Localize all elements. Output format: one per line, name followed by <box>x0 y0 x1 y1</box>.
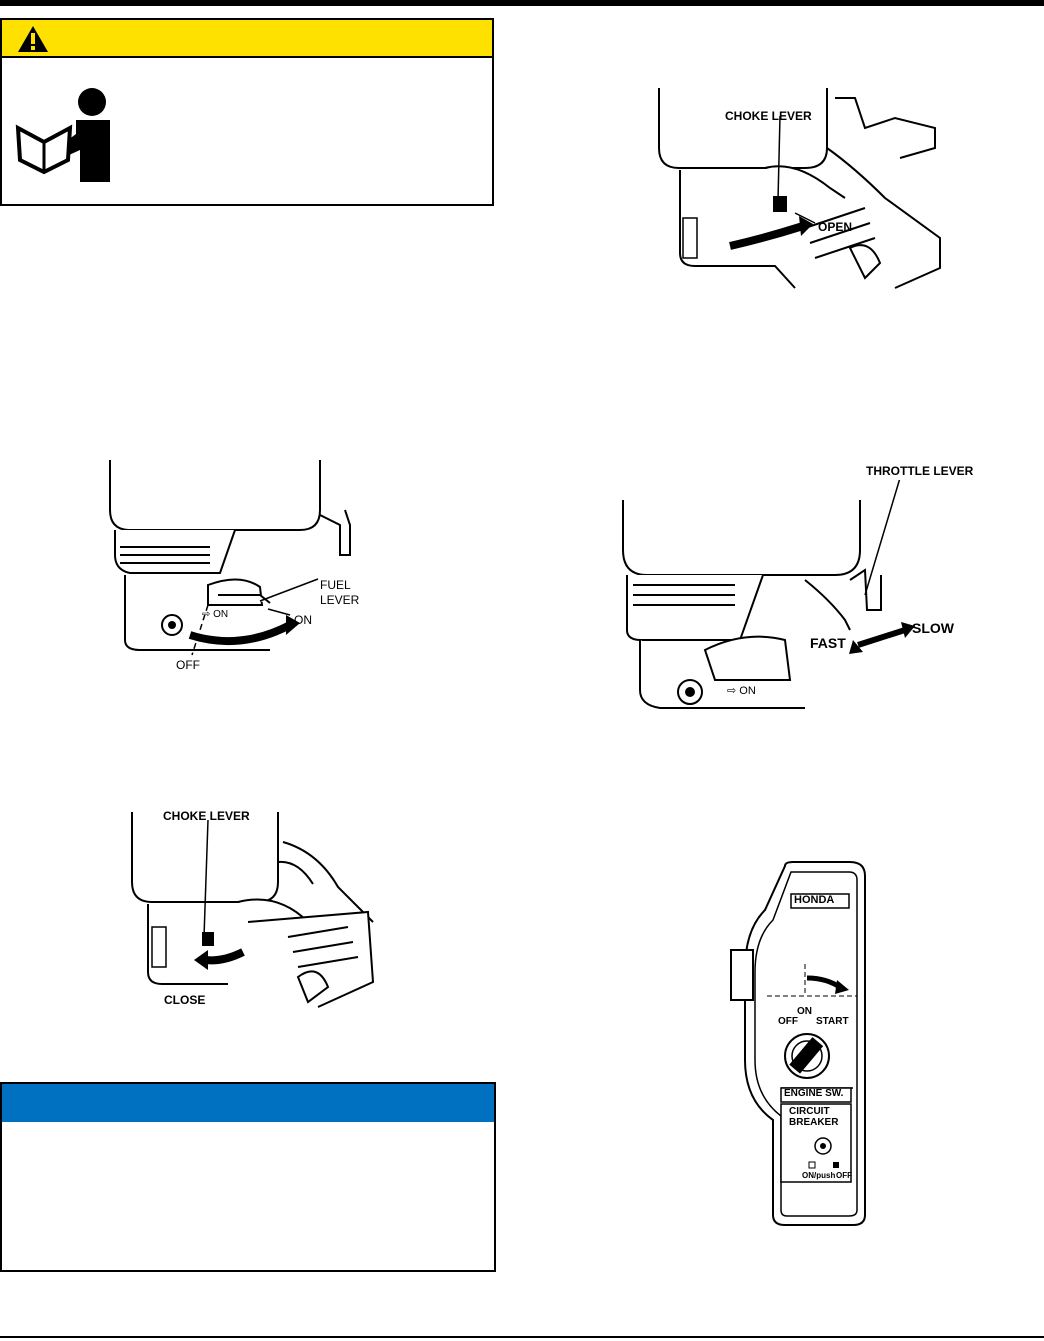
svg-text:⇨ ON: ⇨ ON <box>202 609 228 620</box>
notice-box <box>0 1082 496 1272</box>
throttle-lever-label: THROTTLE LEVER <box>866 464 974 478</box>
throttle-fast-label: FAST <box>810 635 846 651</box>
warning-box <box>0 18 494 206</box>
notice-header <box>2 1084 494 1122</box>
choke-close-lever-label: CHOKE LEVER <box>163 809 250 823</box>
circuit-breaker-label: CIRCUIT BREAKER <box>789 1106 839 1128</box>
fuel-off-label: OFF <box>176 658 200 672</box>
warning-triangle-icon <box>18 26 48 52</box>
choke-close-figure <box>131 812 375 1008</box>
bottom-rule <box>0 1336 1044 1338</box>
choke-open-figure <box>658 88 941 289</box>
top-rule <box>0 0 1044 6</box>
choke-close-label: CLOSE <box>164 993 206 1007</box>
switch-off-label: OFF <box>778 1016 798 1027</box>
fuel-lever-figure: ⇨ ON <box>109 460 351 656</box>
breaker-on-push-label: ON/push <box>802 1171 836 1180</box>
fuel-on-label: ON <box>294 613 312 627</box>
choke-open-label: OPEN <box>818 220 853 234</box>
fuel-lever-label: FUEL LEVER <box>320 578 360 607</box>
throttle-slow-label: SLOW <box>912 620 954 636</box>
read-manual-icon <box>15 88 110 182</box>
choke-open-lever-label: CHOKE LEVER <box>725 109 812 123</box>
warning-header <box>2 20 492 58</box>
breaker-off-label: OFF <box>836 1171 852 1180</box>
switch-on-label: ON <box>797 1006 812 1017</box>
throttle-lever-figure: ⇨ ON <box>622 480 915 709</box>
honda-brand-label: HONDA <box>794 894 835 906</box>
svg-text:⇨ ON: ⇨ ON <box>727 685 756 697</box>
switch-start-label: START <box>816 1016 849 1027</box>
engine-switch-panel <box>730 861 866 1226</box>
engine-sw-label: ENGINE SW. <box>784 1088 844 1099</box>
